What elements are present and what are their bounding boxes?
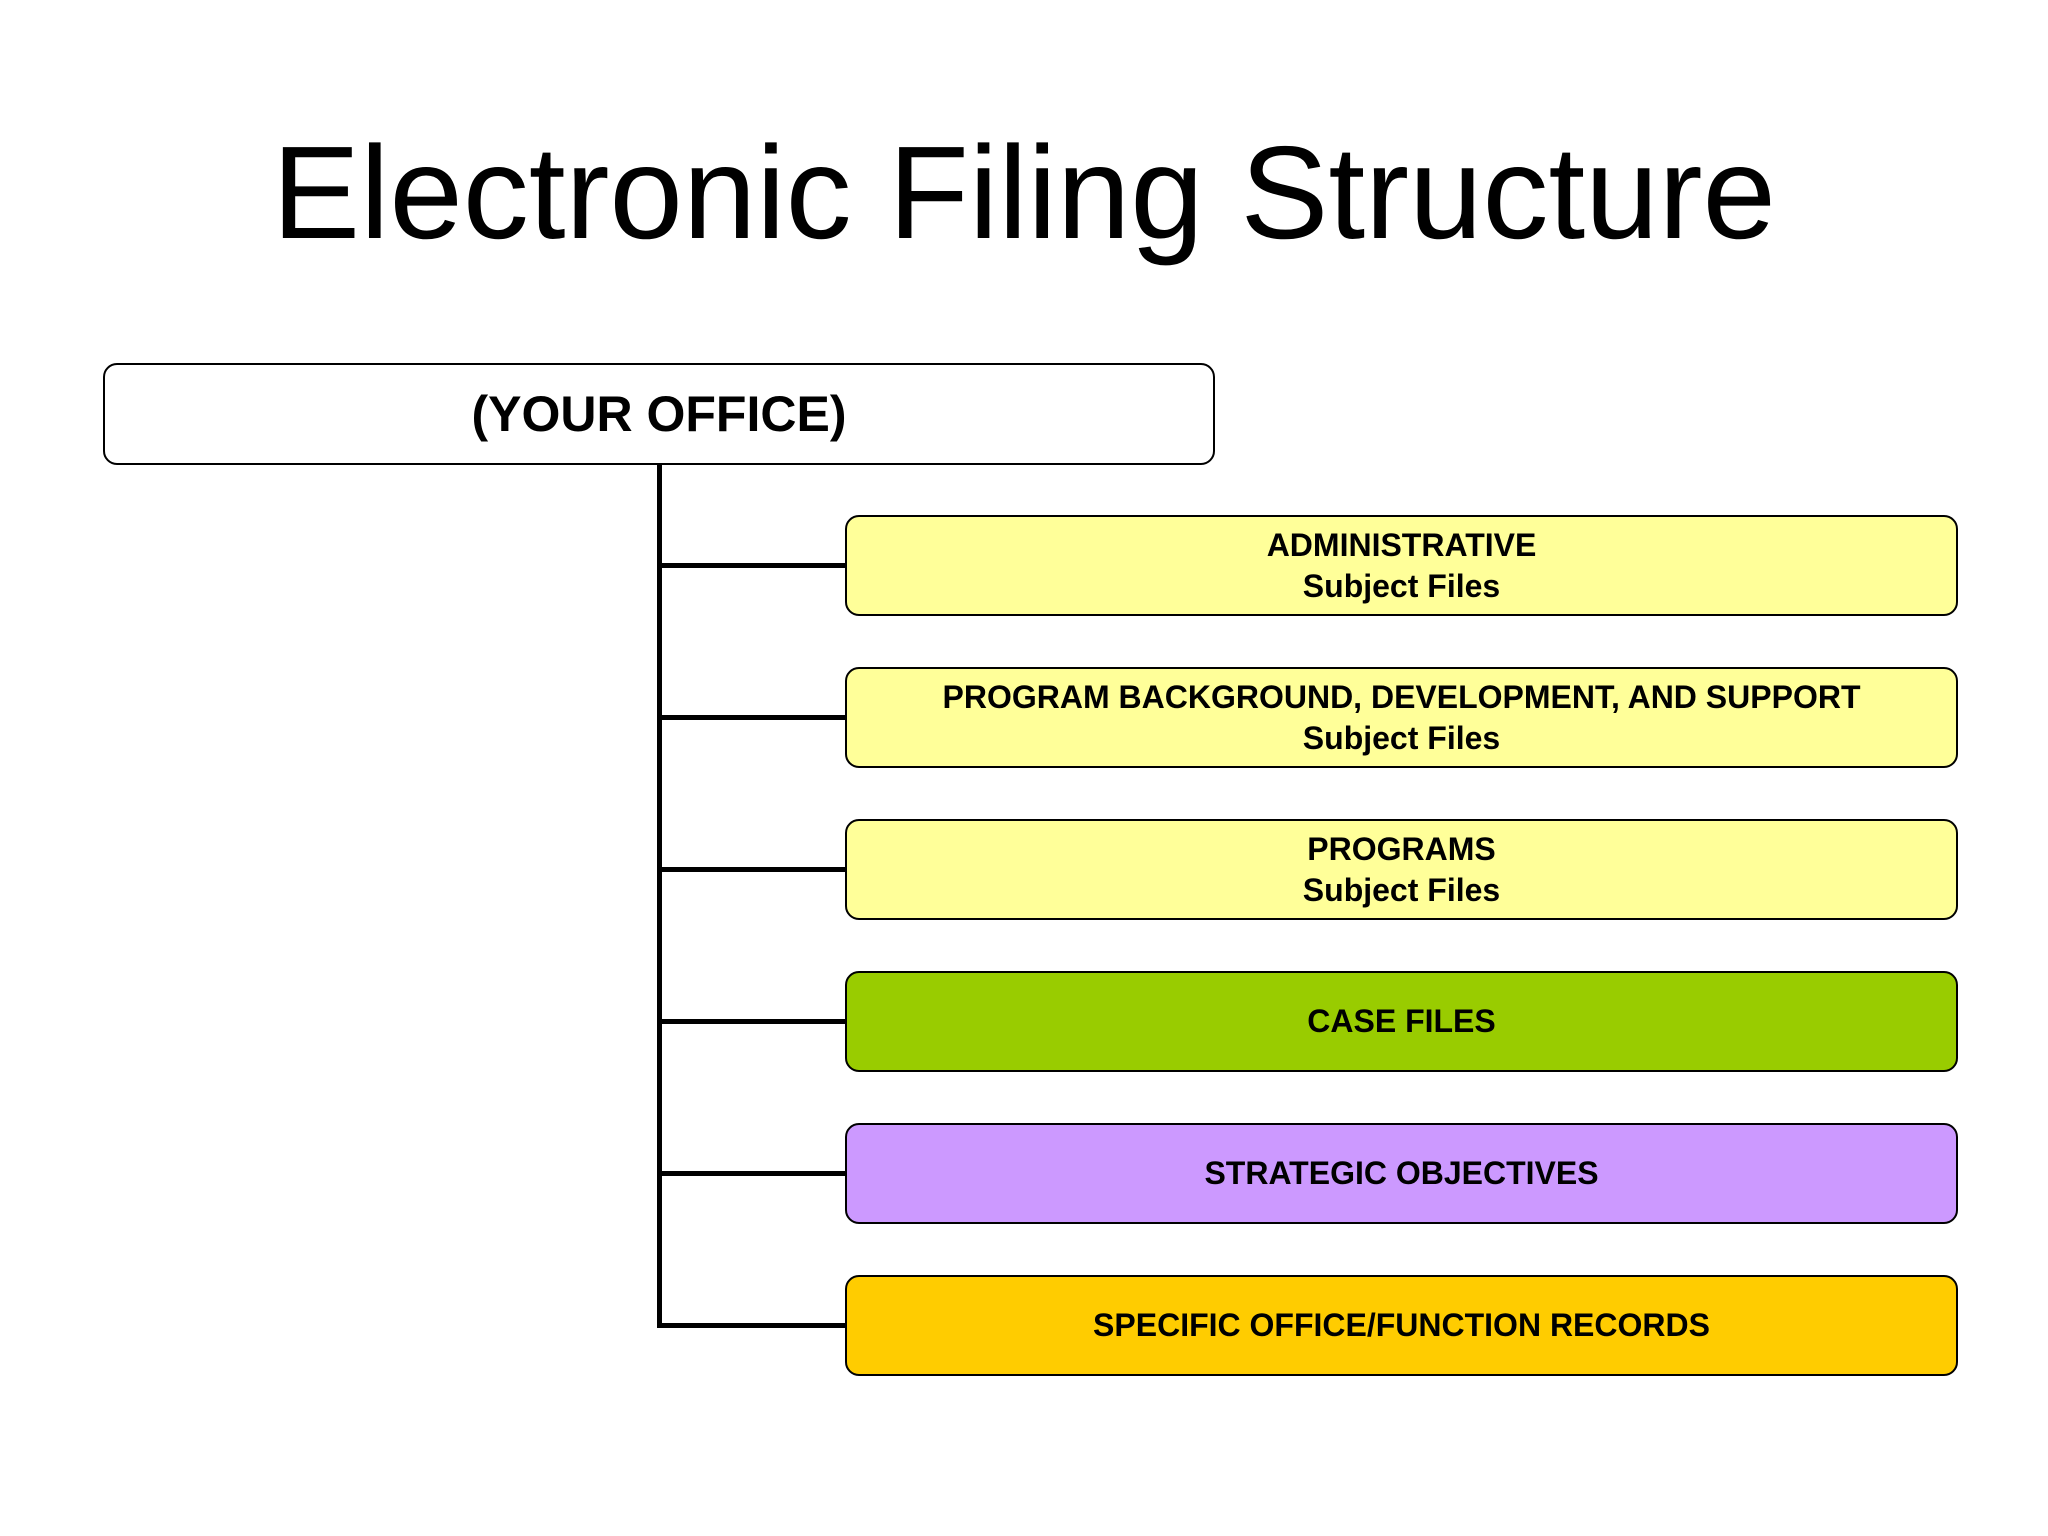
node-specific-office-function-records: SPECIFIC OFFICE/FUNCTION RECORDS [845, 1275, 1958, 1376]
node-administrative: ADMINISTRATIVE Subject Files [845, 515, 1958, 616]
connector-branch [657, 715, 846, 720]
node-title: STRATEGIC OBJECTIVES [1204, 1155, 1599, 1191]
connector-branch [657, 1019, 846, 1024]
node-title: PROGRAMS [1307, 830, 1496, 867]
connector-branch [657, 1323, 846, 1328]
node-title: ADMINISTRATIVE [1266, 526, 1537, 563]
page-title: Electronic Filing Structure [272, 119, 1776, 266]
node-subtitle: Subject Files [1302, 567, 1501, 604]
node-title: CASE FILES [1307, 1003, 1496, 1039]
node-program-background: PROGRAM BACKGROUND, DEVELOPMENT, AND SUP… [845, 667, 1958, 768]
connector-trunk [657, 465, 662, 1328]
node-title: SPECIFIC OFFICE/FUNCTION RECORDS [1093, 1307, 1710, 1343]
connector-branch [657, 1171, 846, 1176]
node-subtitle: Subject Files [1302, 719, 1501, 756]
node-title: PROGRAM BACKGROUND, DEVELOPMENT, AND SUP… [942, 678, 1861, 715]
root-node-your-office: (YOUR OFFICE) [103, 363, 1215, 465]
node-strategic-objectives: STRATEGIC OBJECTIVES [845, 1123, 1958, 1224]
node-programs: PROGRAMS Subject Files [845, 819, 1958, 920]
connector-branch [657, 867, 846, 872]
root-node-label: (YOUR OFFICE) [471, 386, 847, 442]
node-case-files: CASE FILES [845, 971, 1958, 1072]
node-subtitle: Subject Files [1302, 871, 1501, 908]
connector-branch [657, 563, 846, 568]
